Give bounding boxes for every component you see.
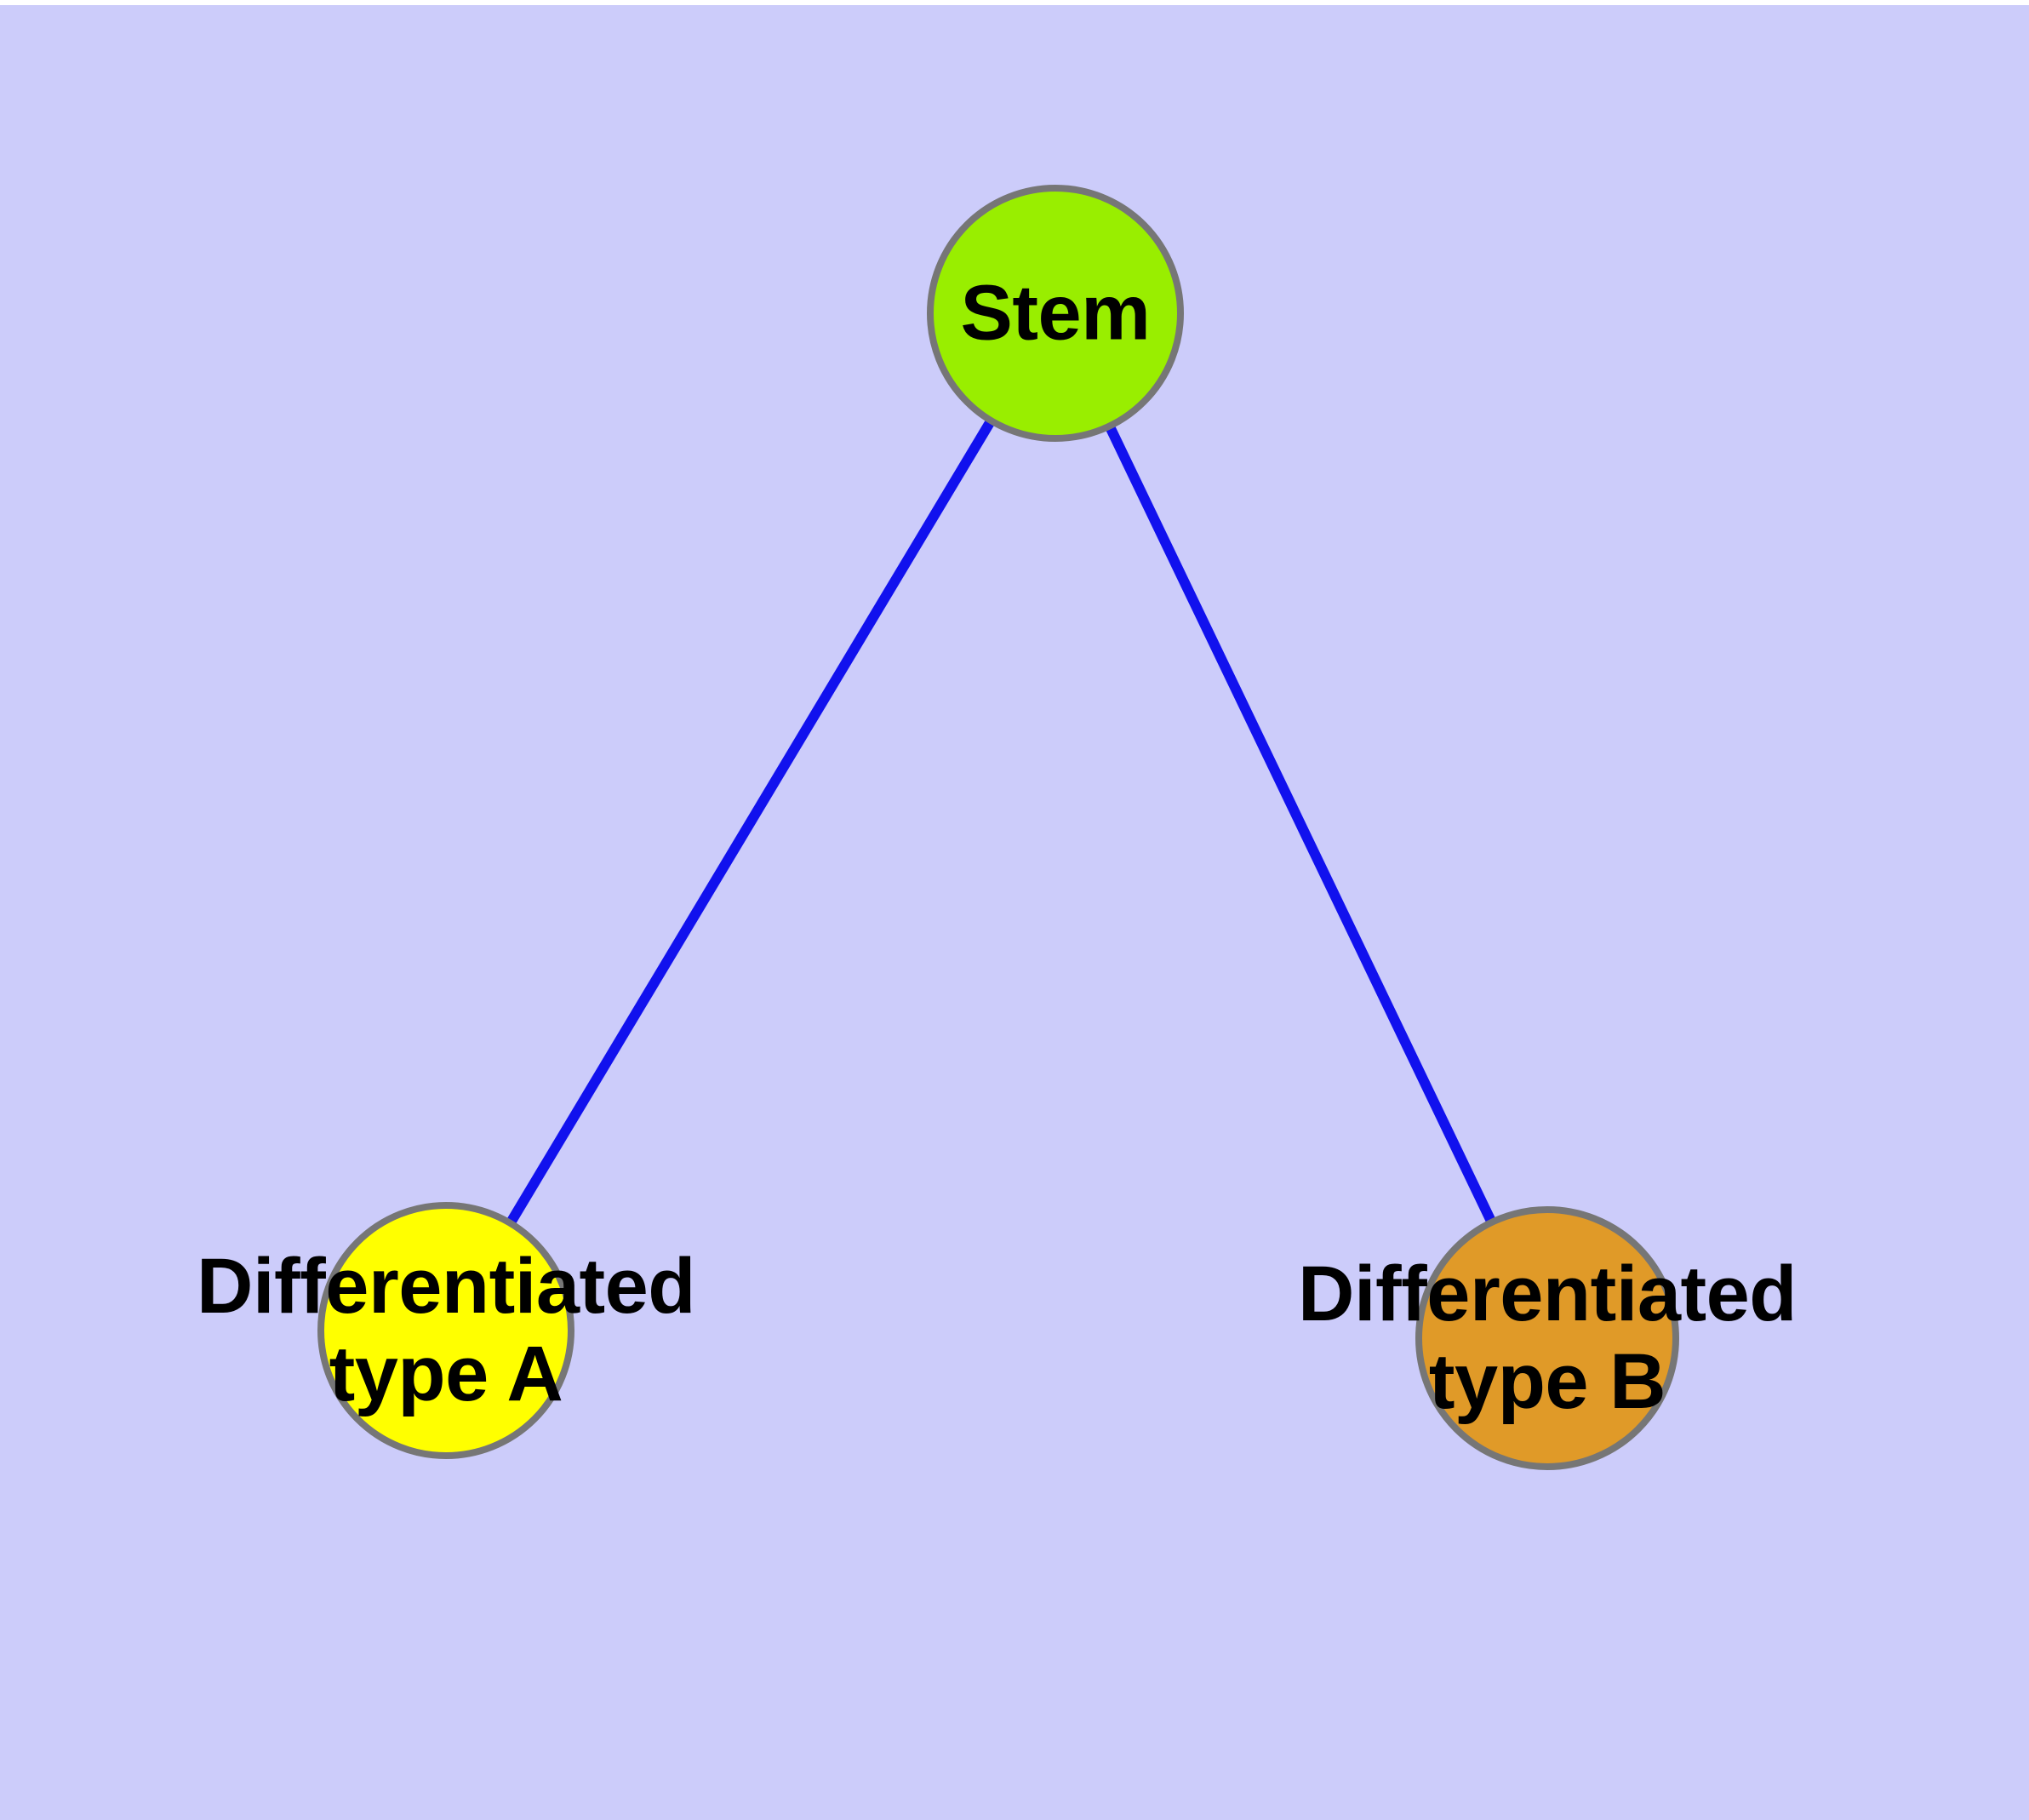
node-diff-b-circle[interactable] bbox=[1415, 1206, 1679, 1470]
node-layer bbox=[317, 185, 1679, 1470]
edge-stem-to-diff-b bbox=[1050, 311, 1552, 1341]
edge-layer bbox=[441, 310, 1552, 1341]
node-diff-a-circle[interactable] bbox=[317, 1202, 574, 1459]
edge-stem-to-diff-a bbox=[441, 310, 1060, 1334]
node-stem-circle[interactable] bbox=[927, 185, 1184, 442]
